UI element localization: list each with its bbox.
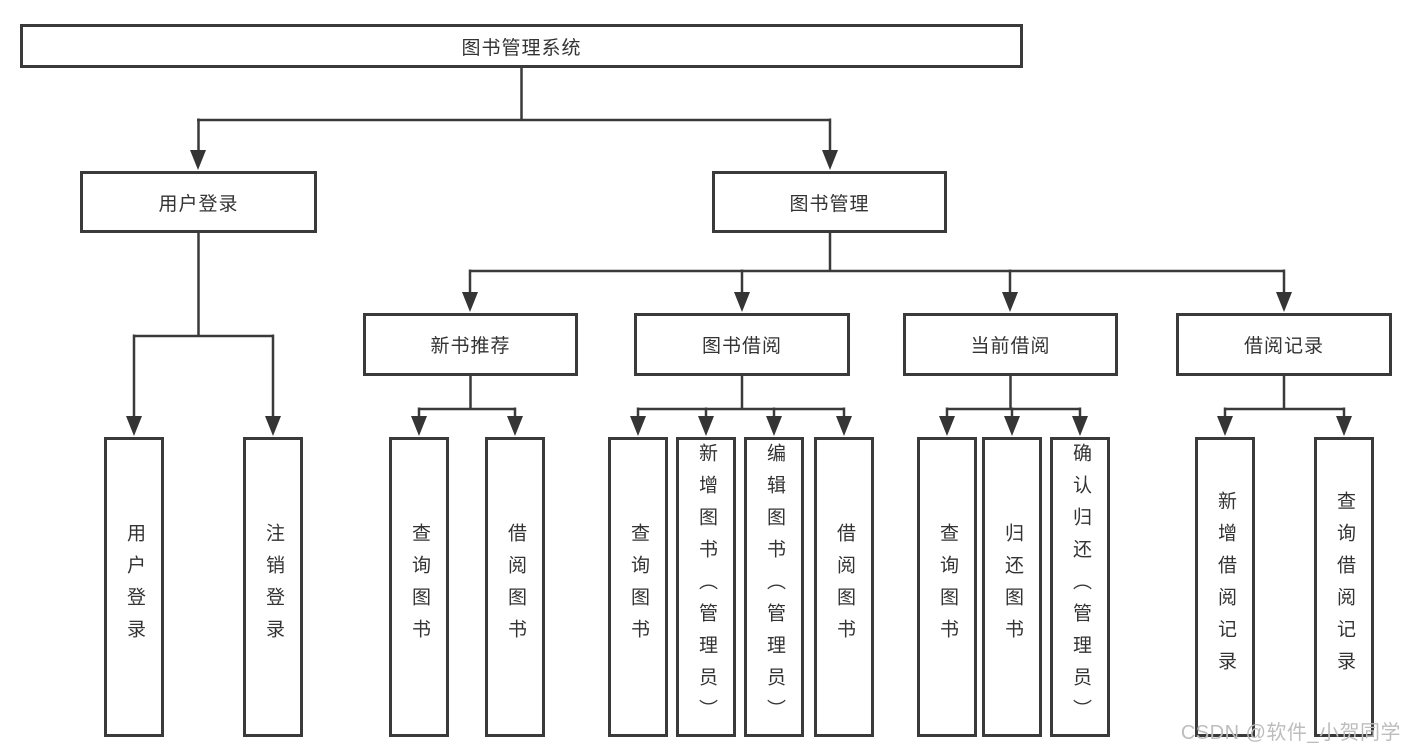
node-label: 查询图书 xyxy=(408,523,430,651)
node-label: 用户登录 xyxy=(123,523,145,651)
connector-mgmt-to-level3 xyxy=(468,231,1286,296)
node-label: 新增图书（管理员） xyxy=(695,443,717,731)
arrowhead xyxy=(939,416,955,436)
arrowhead xyxy=(126,416,142,436)
node-label: 查询图书 xyxy=(627,523,649,651)
leaf-logout: 注销登录 xyxy=(243,437,303,737)
node-label: 编辑图书（管理员） xyxy=(763,443,785,731)
arrowhead xyxy=(1217,416,1233,436)
arrowhead xyxy=(630,416,646,436)
connector-borrow-to-leaves xyxy=(636,374,846,420)
node-label: 借阅图书 xyxy=(504,523,526,651)
arrowhead xyxy=(190,150,206,170)
node-borrowing-records: 借阅记录 xyxy=(1176,313,1392,376)
arrowhead xyxy=(698,416,714,436)
node-new-book-recommendation: 新书推荐 xyxy=(363,313,578,376)
leaf-query-books-current: 查询图书 xyxy=(917,437,977,737)
watermark: CSDN @软件_小贺同学 xyxy=(1180,722,1401,744)
connector-recommend-to-leaves xyxy=(417,374,517,420)
leaf-query-books-recommend: 查询图书 xyxy=(389,437,449,737)
node-label: 用户登录 xyxy=(158,193,239,215)
leaf-borrow-books-recommend: 借阅图书 xyxy=(485,437,545,737)
node-label: 当前借阅 xyxy=(970,336,1051,357)
node-label: 注销登录 xyxy=(262,523,284,651)
connector-record-to-leaves xyxy=(1223,374,1346,420)
leaf-borrow-books: 借阅图书 xyxy=(814,437,874,737)
leaf-query-books-borrow: 查询图书 xyxy=(608,437,668,737)
connector-current-to-leaves xyxy=(945,374,1082,420)
node-label: 新增借阅记录 xyxy=(1214,491,1236,683)
leaf-confirm-return-admin: 确认归还（管理员） xyxy=(1050,437,1110,737)
arrowhead xyxy=(507,416,523,436)
leaf-edit-books-admin: 编辑图书（管理员） xyxy=(744,437,804,737)
arrowhead xyxy=(462,292,478,312)
arrowhead xyxy=(265,416,281,436)
node-root: 图书管理系统 xyxy=(20,24,1023,68)
arrowhead xyxy=(1004,416,1020,436)
arrowhead xyxy=(734,292,750,312)
node-user-login: 用户登录 xyxy=(80,171,317,233)
node-label: 借阅记录 xyxy=(1243,336,1324,357)
leaf-return-books: 归还图书 xyxy=(982,437,1042,737)
connector-root-to-level2 xyxy=(197,67,832,154)
node-book-borrowing: 图书借阅 xyxy=(634,313,850,376)
node-label: 新书推荐 xyxy=(430,336,511,357)
node-label: 确认归还（管理员） xyxy=(1069,443,1091,731)
node-label: 归还图书 xyxy=(1001,523,1023,651)
node-label: 查询借阅记录 xyxy=(1333,491,1355,683)
arrowhead xyxy=(1072,416,1088,436)
leaf-add-borrow-record: 新增借阅记录 xyxy=(1195,437,1255,737)
arrowhead xyxy=(411,416,427,436)
node-book-management: 图书管理 xyxy=(712,171,947,233)
leaf-user-login: 用户登录 xyxy=(104,437,164,737)
node-label: 图书借阅 xyxy=(701,336,782,357)
arrowhead xyxy=(822,150,838,170)
leaf-add-books-admin: 新增图书（管理员） xyxy=(676,437,736,737)
arrowheads xyxy=(126,150,1352,436)
arrowhead xyxy=(766,416,782,436)
leaf-query-borrow-record: 查询借阅记录 xyxy=(1314,437,1374,737)
node-label: 图书管理 xyxy=(789,193,870,215)
connector-userlogin-to-leaves xyxy=(132,231,275,420)
arrowhead xyxy=(836,416,852,436)
node-label: 查询图书 xyxy=(936,523,958,651)
arrowhead xyxy=(1276,292,1292,312)
node-label: 图书管理系统 xyxy=(461,37,582,59)
node-label: 借阅图书 xyxy=(833,523,855,651)
node-current-borrowing: 当前借阅 xyxy=(903,313,1118,376)
arrowhead xyxy=(1002,292,1018,312)
arrowhead xyxy=(1336,416,1352,436)
